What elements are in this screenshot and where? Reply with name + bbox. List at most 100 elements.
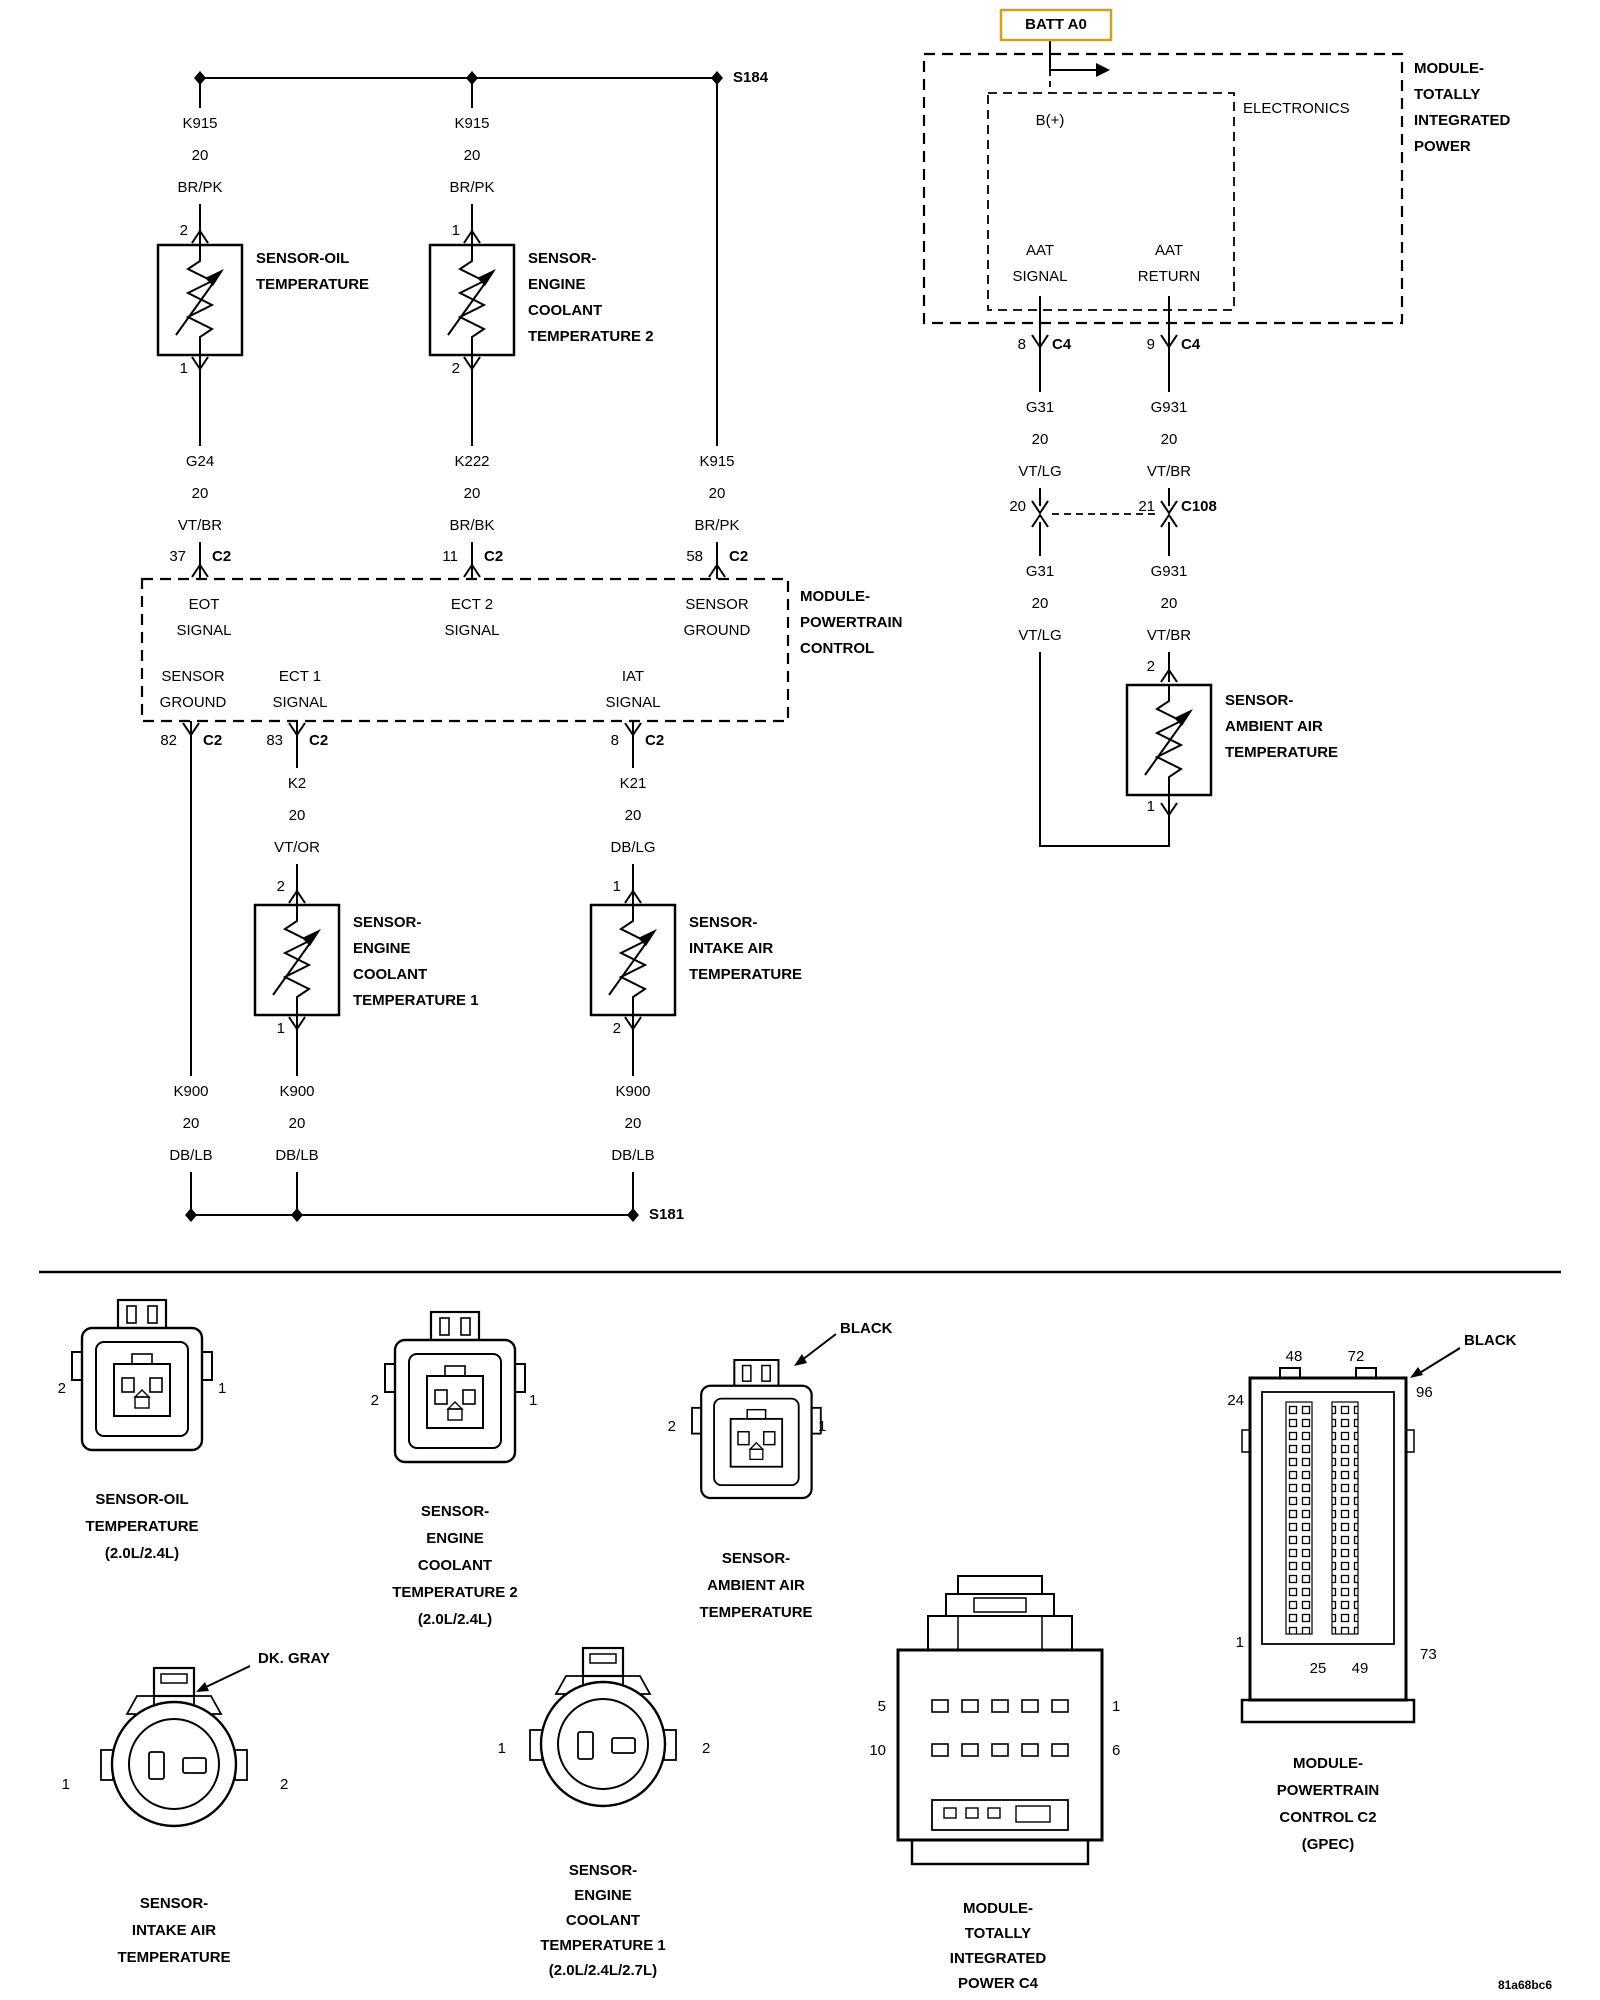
gpec-pin-24: 24 xyxy=(1227,1392,1244,1409)
tipm-module-name: MODULE- TOTALLY INTEGRATED POWER xyxy=(1414,60,1511,155)
wire-label-k222: K222 20 BR/BK xyxy=(446,446,498,542)
gpec-pin-72: 72 xyxy=(1347,1348,1365,1365)
ect2-connector-drawing xyxy=(383,1310,527,1464)
ect2-pin-bottom: 2 xyxy=(451,360,460,377)
pcm-pin-37-connector: C2 xyxy=(212,548,232,565)
wire-label-k900-mid: K900 20 DB/LB xyxy=(272,1076,322,1172)
ect2-conn-pin-right: 1 xyxy=(529,1392,538,1409)
wire-label-g931-lower: G931 20 VT/BR xyxy=(1143,556,1195,652)
aat-pin-bottom: 1 xyxy=(1146,798,1155,815)
iat-conn-pin-right: 2 xyxy=(280,1776,289,1793)
splice-s184-label: S184 xyxy=(733,69,769,86)
tipm-c4-pin-1: 1 xyxy=(1112,1698,1121,1715)
gpec-color-callout: BLACK xyxy=(1464,1332,1517,1349)
splice-markers xyxy=(185,71,723,1222)
pcm-pin-82: 82 xyxy=(160,732,177,749)
tipm-b-plus-label: B(+) xyxy=(1035,112,1065,129)
module-boxes xyxy=(140,52,1404,723)
oil-pin-top: 2 xyxy=(179,222,188,239)
iat-sensor-name: SENSOR- INTAKE AIR TEMPERATURE xyxy=(689,914,803,983)
tipm-pin-8: 8 xyxy=(1017,336,1026,353)
iat-conn-pin-left: 1 xyxy=(61,1776,70,1793)
gpec-pin-49: 49 xyxy=(1351,1660,1369,1677)
ect2-pin-top: 1 xyxy=(451,222,460,239)
tipm-c4-caption: MODULE- TOTALLY INTEGRATED POWER C4 xyxy=(949,1900,1047,1992)
aat-connector-drawing xyxy=(690,1358,822,1500)
wire-label-g31-upper: G31 20 VT/LG xyxy=(1015,392,1065,488)
oil-sensor-name: SENSOR-OIL TEMPERATURE xyxy=(256,250,370,293)
tipm-pin-9: 9 xyxy=(1146,336,1155,353)
wire-label-g31-lower: G31 20 VT/LG xyxy=(1015,556,1065,652)
tipm-box xyxy=(922,52,1404,325)
ect1-pin-bottom: 1 xyxy=(276,1020,285,1037)
oil-conn-caption: SENSOR-OIL TEMPERATURE (2.0L/2.4L) xyxy=(85,1491,199,1562)
oil-temp-connector-drawing xyxy=(70,1298,214,1452)
pcm-eot-signal: EOT SIGNAL xyxy=(176,596,232,639)
wire-label-g931-upper: G931 20 VT/BR xyxy=(1143,392,1195,488)
pcm-pin-83-connector: C2 xyxy=(309,732,329,749)
wire-label-k900-right: K900 20 DB/LB xyxy=(608,1076,658,1172)
pcm-pin-58: 58 xyxy=(686,548,703,565)
pcm-box xyxy=(140,577,790,723)
iat-conn-color-callout: DK. GRAY xyxy=(258,1650,330,1667)
ect1-connector-drawing xyxy=(528,1646,678,1808)
gpec-connector-drawing xyxy=(1240,1367,1416,1724)
tipm-c4-pin-5: 5 xyxy=(877,1698,886,1715)
c108-pin-20: 20 xyxy=(1009,498,1026,515)
ect2-conn-pin-left: 2 xyxy=(370,1392,379,1409)
wire-label-k915-left: K915 20 BR/PK xyxy=(174,108,226,204)
wire-label-g24: G24 20 VT/BR xyxy=(174,446,226,542)
oil-pin-bottom: 1 xyxy=(179,360,188,377)
ect1-pin-top: 2 xyxy=(276,878,285,895)
tipm-electronics-box xyxy=(987,92,1235,311)
iat-pin-top: 1 xyxy=(612,878,621,895)
wire-label-k915-right: K915 20 BR/PK xyxy=(691,446,743,542)
splice-s181-label: S181 xyxy=(649,1206,685,1223)
ect2-conn-caption: SENSOR- ENGINE COOLANT TEMPERATURE 2 (2.… xyxy=(392,1503,518,1628)
tipm-c4-pin-6: 6 xyxy=(1112,1742,1121,1759)
batt-feed-arrow xyxy=(1096,63,1110,77)
pcm-pin-83: 83 xyxy=(266,732,283,749)
pcm-pin-11: 11 xyxy=(442,548,458,565)
callout-arrows xyxy=(196,1333,1461,1692)
pcm-sensor-ground-bottom: SENSOR GROUND xyxy=(159,668,227,711)
gpec-pin-96: 96 xyxy=(1416,1384,1433,1401)
aat-conn-pin-left: 2 xyxy=(667,1418,676,1435)
gpec-pin-25: 25 xyxy=(1309,1660,1327,1677)
aat-conn-caption: SENSOR- AMBIENT AIR TEMPERATURE xyxy=(699,1550,813,1621)
pcm-ect1-signal: ECT 1 SIGNAL xyxy=(272,668,328,711)
tipm-pin-8-connector: C4 xyxy=(1052,336,1072,353)
gpec-pin-73: 73 xyxy=(1420,1646,1437,1663)
iat-sensor-symbol xyxy=(589,903,677,1017)
aat-conn-color-callout: BLACK xyxy=(840,1320,893,1337)
aat-conn-pin-right: 1 xyxy=(818,1418,827,1435)
pcm-pin-37: 37 xyxy=(169,548,186,565)
oil-conn-pin-left: 2 xyxy=(57,1380,66,1397)
wire-label-k2: K2 20 VT/OR xyxy=(271,768,323,864)
ect1-conn-caption: SENSOR- ENGINE COOLANT TEMPERATURE 1 (2.… xyxy=(540,1862,666,1979)
ect1-sensor-symbol xyxy=(253,903,341,1017)
tipm-aat-signal-label: AAT SIGNAL xyxy=(1012,242,1068,285)
tipm-pin-9-connector: C4 xyxy=(1181,336,1201,353)
wire-label-k900-left: K900 20 DB/LB xyxy=(166,1076,216,1172)
pcm-iat-signal: IAT SIGNAL xyxy=(605,668,661,711)
iat-connector-drawing xyxy=(99,1666,249,1828)
pcm-ect2-signal: ECT 2 SIGNAL xyxy=(444,596,500,639)
c108-pin-21: 21 xyxy=(1138,498,1155,515)
oil-conn-pin-right: 1 xyxy=(218,1380,227,1397)
ect1-conn-pin-left: 1 xyxy=(497,1740,506,1757)
aat-pin-top: 2 xyxy=(1146,658,1155,675)
ect2-sensor-name: SENSOR- ENGINE COOLANT TEMPERATURE 2 xyxy=(528,250,654,345)
batt-a0-label: BATT A0 xyxy=(1025,16,1087,33)
ect1-conn-pin-right: 2 xyxy=(702,1740,711,1757)
tipm-c4-pin-10: 10 xyxy=(869,1742,886,1759)
pcm-sensor-ground-top: SENSOR GROUND xyxy=(683,596,751,639)
ect1-sensor-name: SENSOR- ENGINE COOLANT TEMPERATURE 1 xyxy=(353,914,479,1009)
gpec-pin-48: 48 xyxy=(1285,1348,1303,1365)
ect2-sensor-symbol xyxy=(428,243,516,357)
pcm-pin-8-connector: C2 xyxy=(645,732,665,749)
iat-pin-bottom: 2 xyxy=(612,1020,621,1037)
pcm-pin-11-connector: C2 xyxy=(484,548,504,565)
tipm-aat-return-label: AAT RETURN xyxy=(1137,242,1201,285)
